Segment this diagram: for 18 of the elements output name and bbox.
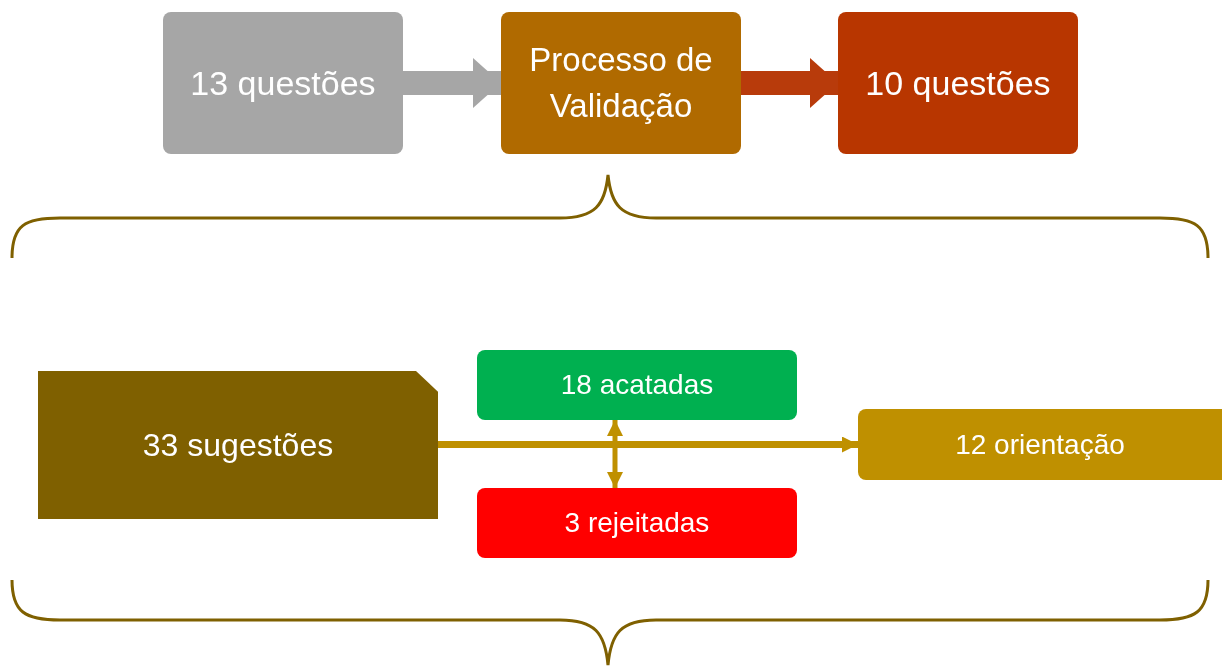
process-box <box>858 409 1222 480</box>
arrow <box>403 58 501 108</box>
process-box <box>477 350 797 420</box>
process-box <box>477 488 797 558</box>
snipped-box <box>38 371 438 519</box>
node-label: Processo de Validação <box>528 40 714 126</box>
arrow <box>607 420 623 488</box>
node-label: 33 sugestões <box>142 426 334 465</box>
arrow <box>741 58 838 108</box>
node-label: 18 acatadas <box>560 368 714 402</box>
node-label: 10 questões <box>865 63 1051 104</box>
node-label: 12 orientação <box>955 427 1125 462</box>
process-box <box>501 12 741 154</box>
node-label: 13 questões <box>190 63 376 104</box>
node-label: 3 rejeitadas <box>564 506 710 540</box>
process-box <box>838 12 1078 154</box>
process-box <box>163 12 403 154</box>
arrow <box>438 436 858 453</box>
